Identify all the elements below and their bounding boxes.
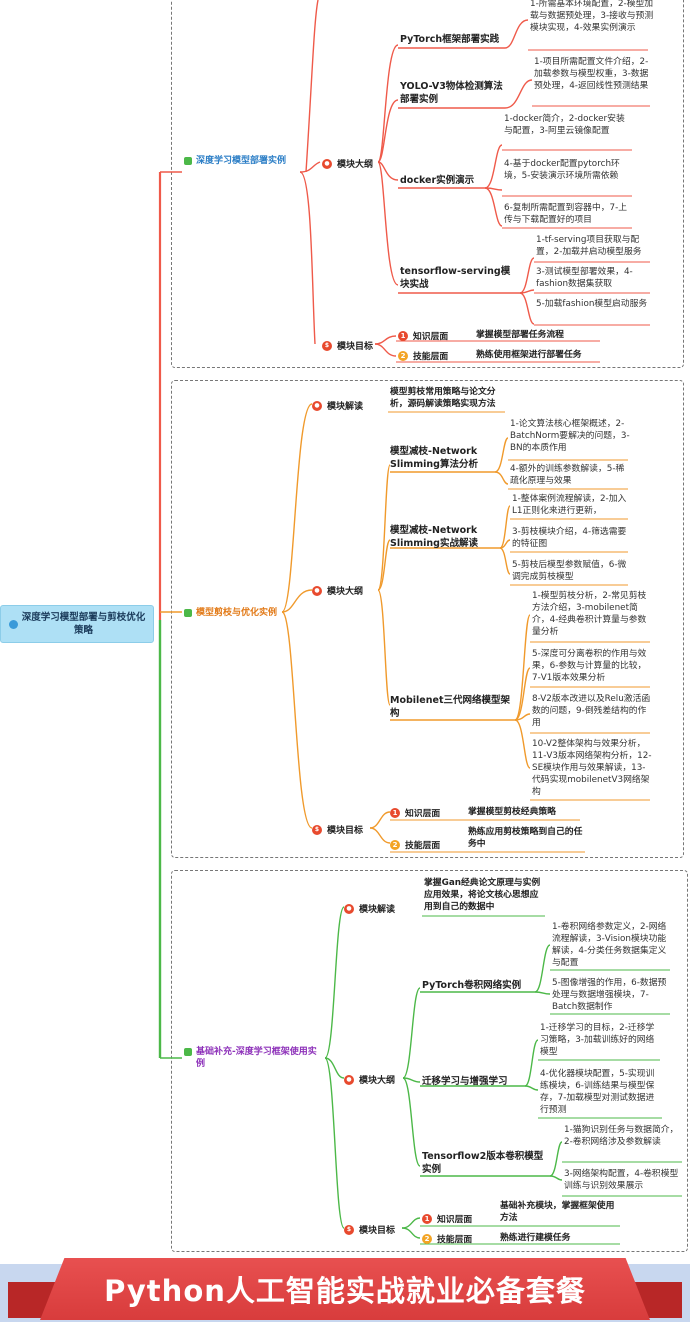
goal-knowledge: 1 知识层面 <box>422 1212 472 1225</box>
footer-banner: Python人工智能实战就业必备套餐 <box>0 1256 690 1322</box>
leaf: 5-剪枝后模型参数赋值，6-微调完成剪枝模型 <box>512 560 627 582</box>
section-1-goal[interactable]: $ 模块目标 <box>322 339 373 352</box>
number-icon: 2 <box>390 839 400 850</box>
leaf: 1-tf-serving项目获取与配置，2-加载并启动模型服务 <box>536 235 642 257</box>
section-2-goal[interactable]: $ 模块目标 <box>312 823 363 836</box>
outline-icon: ● <box>312 585 322 596</box>
topic-tf2-cnn[interactable]: Tensorflow2版本卷积模型实例 <box>422 1151 544 1175</box>
leaf: 1-所需基本环境配置，2-模型加载与数据预处理，3-接收与预测模块实现，4-效果… <box>530 0 654 33</box>
leaf: 1-项目所需配置文件介绍，2-加载参数与模型权重，3-数据预处理，4-返回线性预… <box>534 57 649 91</box>
leaf: 5-图像增强的作用，6-数据预处理与数据增强模块，7-Batch数据制作 <box>552 978 667 1012</box>
section-3-goal[interactable]: $ 模块目标 <box>344 1223 395 1236</box>
leaf: 4-优化器模块配置，5-实现训练模块，6-训练结果与模型保存，7-加载模型对测试… <box>540 1069 655 1115</box>
section-icon <box>184 1048 192 1056</box>
section-icon <box>184 157 192 165</box>
leaf: 3-剪枝模块介绍，4-筛选需要的特征图 <box>512 527 627 549</box>
goal-skill: 2 技能层面 <box>390 838 440 851</box>
topic-tf-serving[interactable]: tensorflow-serving模块实战 <box>400 266 511 290</box>
goal-icon: $ <box>312 824 322 835</box>
banner-title: Python人工智能实战就业必备套餐 <box>40 1258 650 1320</box>
goal-text: 熟练应用剪枝策略到自己的任务中 <box>468 827 583 849</box>
topic-yolo[interactable]: YOLO-V3物体检测算法部署实例 <box>400 81 503 105</box>
leaf: 8-V2版本改进以及Relu激活函数的问题，9-倒残差结构的作用 <box>532 694 651 728</box>
leaf: 5-深度可分离卷积的作用与效果，6-参数与计算量的比较，7-V1版本效果分析 <box>532 649 647 683</box>
section-2-outline[interactable]: ● 模块大纲 <box>312 584 363 597</box>
goal-icon: $ <box>344 1224 354 1235</box>
goal-skill: 2 技能层面 <box>398 349 448 362</box>
goal-text: 掌握模型剪枝经典策略 <box>468 807 556 817</box>
section-2-intro[interactable]: ● 模块解读 <box>312 399 363 412</box>
leaf: 3-测试模型部署效果，4-fashion数据集获取 <box>536 267 633 289</box>
leaf: 1-迁移学习的目标，2-迁移学习策略，3-加载训练好的网络模型 <box>540 1023 655 1057</box>
goal-knowledge: 1 知识层面 <box>390 806 440 819</box>
topic-pytorch-cnn[interactable]: PyTorch卷积网络实例 <box>422 980 522 991</box>
outline-icon: ● <box>344 1074 354 1085</box>
section-3-intro[interactable]: ● 模块解读 <box>344 902 395 915</box>
topic-slimming-practice[interactable]: 模型减枝-Network Slimming实战解读 <box>390 525 478 549</box>
section-1-title[interactable]: 深度学习模型部署实例 <box>184 155 286 167</box>
goal-text: 掌握模型部署任务流程 <box>476 330 564 340</box>
goal-text: 熟练使用框架进行部署任务 <box>476 350 582 360</box>
leaf: 5-加载fashion模型启动服务 <box>536 299 648 309</box>
number-icon: 1 <box>422 1213 432 1224</box>
leaf: 4-额外的训练参数解读，5-稀疏化原理与效果 <box>510 464 625 486</box>
topic-transfer[interactable]: 迁移学习与增强学习 <box>422 1076 508 1087</box>
leaf: 1-猫狗识别任务与数据简介，2-卷积网络涉及参数解读 <box>564 1125 679 1147</box>
leaf: 6-复制所需配置到容器中，7-上传与下载配置好的项目 <box>504 203 628 225</box>
goal-knowledge: 1 知识层面 <box>398 329 448 342</box>
leaf: 1-模型剪枝分析，2-常见剪枝方法介绍，3-mobilenet简介，4-经典卷积… <box>532 591 647 637</box>
outline-icon: ● <box>322 158 332 169</box>
topic-slimming-analysis[interactable]: 模型减枝-Network Slimming算法分析 <box>390 446 478 470</box>
topic-docker[interactable]: docker实例演示 <box>400 175 475 186</box>
intro-icon: ● <box>312 400 322 411</box>
intro-text: 模型剪枝常用策略与论文分析，源码解读策略实现方法 <box>390 387 496 409</box>
leaf: 3-网络架构配置，4-卷积模型训练与识别效果展示 <box>564 1169 679 1191</box>
number-icon: 1 <box>398 330 408 341</box>
section-3-title[interactable]: 基础补充-深度学习框架使用实例 <box>184 1046 319 1070</box>
section-2-title[interactable]: 模型剪枝与优化实例 <box>184 607 277 619</box>
mindmap-icon <box>9 619 18 629</box>
section-1-label: 深度学习模型部署实例 <box>196 156 287 166</box>
root-title: 深度学习模型部署与剪枝优化策略 <box>21 612 146 636</box>
number-icon: 1 <box>390 807 400 818</box>
root-node[interactable]: 深度学习模型部署与剪枝优化策略 <box>0 605 154 643</box>
number-icon: 2 <box>422 1233 432 1244</box>
intro-icon: ● <box>344 903 354 914</box>
section-1-outline[interactable]: ● 模块大纲 <box>322 157 373 170</box>
topic-pytorch-deploy[interactable]: PyTorch框架部署实践 <box>400 34 500 45</box>
leaf: 1-整体案例流程解读，2-加入L1正则化来进行更新， <box>512 494 627 516</box>
section-3-outline[interactable]: ● 模块大纲 <box>344 1073 395 1086</box>
section-icon <box>184 609 192 617</box>
leaf: 4-基于docker配置pytorch环境，5-安装演示环境所需依赖 <box>504 159 620 181</box>
topic-mobilenet[interactable]: Mobilenet三代网络模型架构 <box>390 695 510 719</box>
intro-text: 掌握Gan经典论文原理与实例应用效果，将论文核心思想应用到自己的数据中 <box>424 878 541 912</box>
number-icon: 2 <box>398 350 408 361</box>
goal-icon: $ <box>322 340 332 351</box>
leaf: 10-V2整体架构与效果分析，11-V3版本网络架构分析，12-SE模块作用与效… <box>532 739 652 797</box>
leaf: 1-卷积网络参数定义，2-网络流程解读，3-Vision模块功能解读，4-分类任… <box>552 922 667 968</box>
leaf: 1-论文算法核心框架概述，2-BatchNorm要解决的问题，3-BN的本质作用 <box>510 419 630 453</box>
goal-text: 基础补充模块，掌握框架使用方法 <box>500 1201 615 1223</box>
goal-text: 熟练进行建模任务 <box>500 1233 571 1243</box>
leaf: 1-docker简介，2-docker安装与配置，3-阿里云镜像配置 <box>504 114 625 136</box>
goal-skill: 2 技能层面 <box>422 1232 472 1245</box>
